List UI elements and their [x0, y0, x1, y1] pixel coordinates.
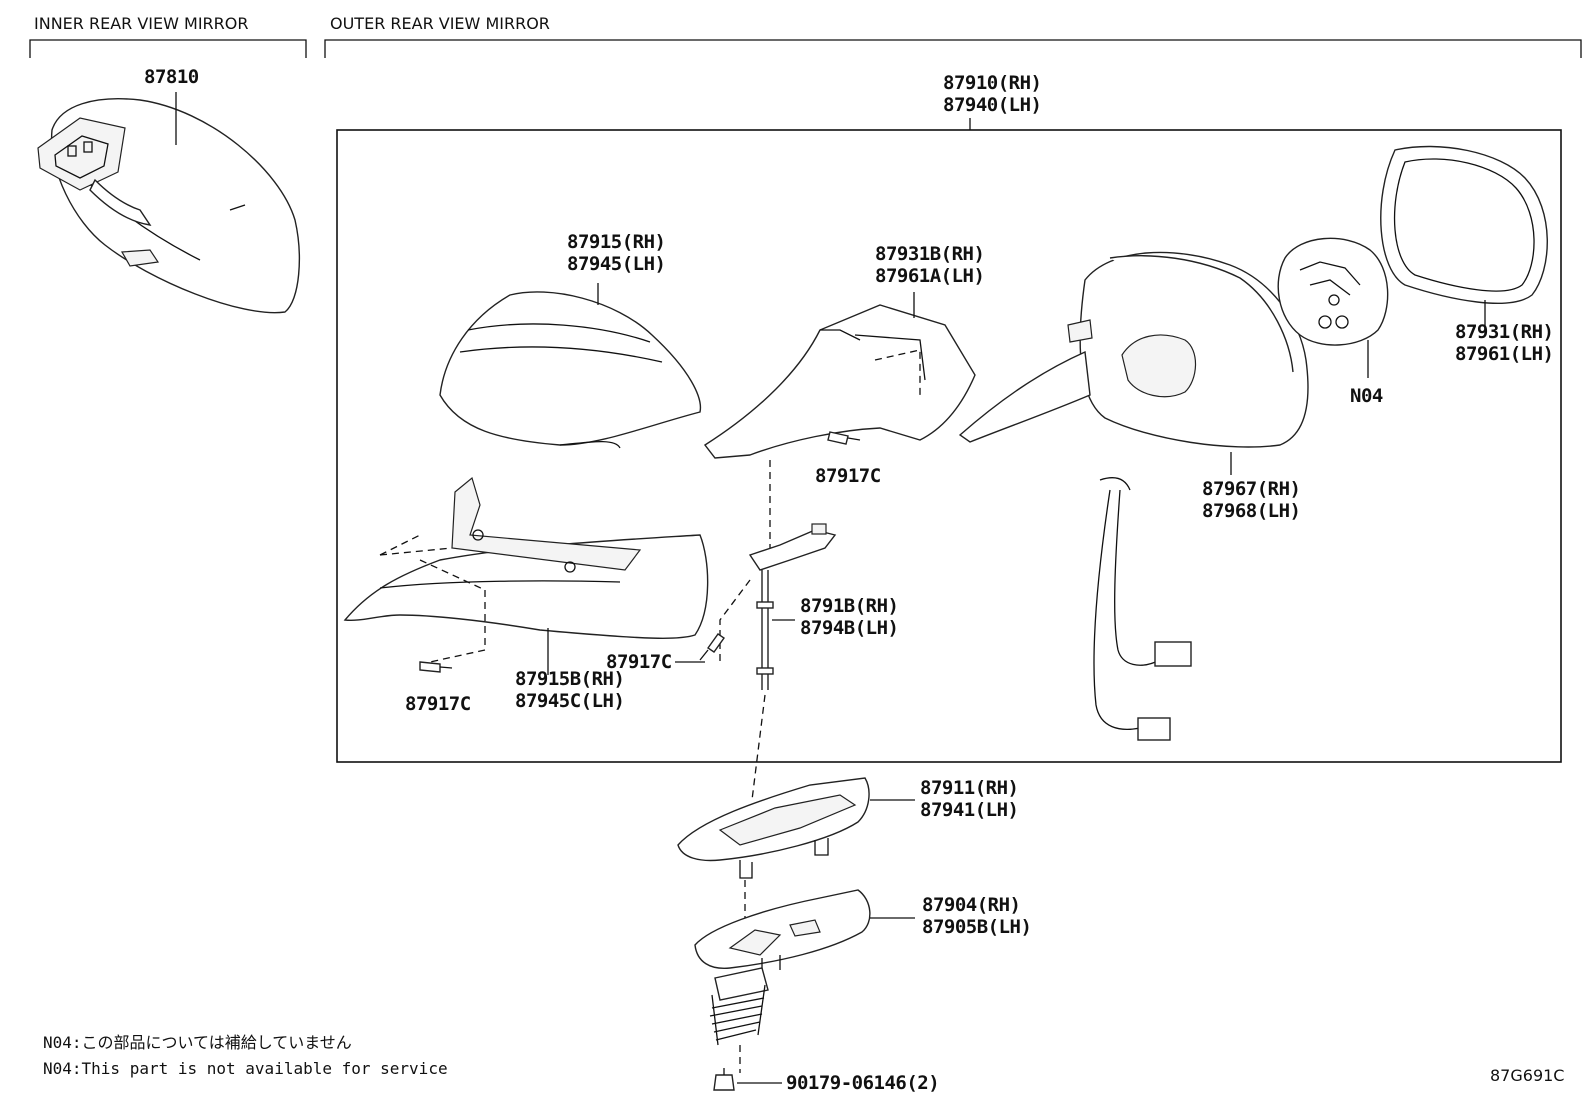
diagram-code: 87G691C — [1490, 1066, 1564, 1085]
mirror-housing-part — [958, 251, 1309, 448]
mirror-glass-part — [1380, 145, 1548, 304]
part-label-87910: 87910(RH)87940(LH) — [943, 72, 1041, 116]
base-cover-part — [677, 777, 870, 879]
lamp-cable-part — [719, 523, 837, 690]
note-english: N04:This part is not available for servi… — [43, 1059, 448, 1078]
part-label-87931B: 87931B(RH)87961A(LH) — [875, 243, 984, 287]
part-label-87967: 87967(RH)87968(LH) — [1202, 478, 1300, 522]
part-label-87917c-upper: 87917C — [815, 465, 881, 487]
mirror-bracket-part — [703, 304, 976, 459]
part-label-87915: 87915(RH)87945(LH) — [567, 231, 665, 275]
screw-90179 — [713, 1068, 735, 1091]
grommet-part — [709, 967, 769, 1046]
part-label-87810: 87810 — [144, 66, 199, 88]
note-japanese: N04:この部品については補給していません — [43, 1033, 352, 1052]
part-label-87911: 87911(RH)87941(LH) — [920, 777, 1018, 821]
mirror-base-part — [694, 889, 871, 972]
part-label-87931: 87931(RH)87961(LH) — [1455, 321, 1553, 365]
screw-87917c-left — [419, 661, 453, 673]
lower-cover-part — [343, 476, 709, 663]
part-label-n04: N04 — [1350, 385, 1383, 407]
section-inner-bracket — [29, 39, 307, 58]
part-label-87904: 87904(RH)87905B(LH) — [922, 894, 1031, 938]
outer-mirror-assembly-frame — [336, 129, 1562, 763]
section-outer-rear-view-mirror: OUTER REAR VIEW MIRROR — [330, 14, 550, 33]
section-outer-bracket — [324, 39, 1582, 58]
part-label-87915B: 87915B(RH)87945C(LH) — [515, 668, 624, 712]
screw-87917c-center — [699, 633, 725, 661]
part-label-8791B: 8791B(RH)8794B(LH) — [800, 595, 898, 639]
section-inner-rear-view-mirror: INNER REAR VIEW MIRROR — [34, 14, 249, 33]
wire-harness-part — [1093, 477, 1192, 741]
part-label-87917c-center: 87917C — [606, 651, 672, 673]
part-label-87917c-left: 87917C — [405, 693, 471, 715]
screw-87917c-upper — [827, 431, 861, 445]
inner-rear-view-mirror-part — [37, 98, 301, 314]
part-label-90179: 90179-06146(2) — [786, 1072, 939, 1094]
mirror-cover-part — [439, 291, 702, 449]
mirror-actuator-part — [1277, 237, 1389, 346]
